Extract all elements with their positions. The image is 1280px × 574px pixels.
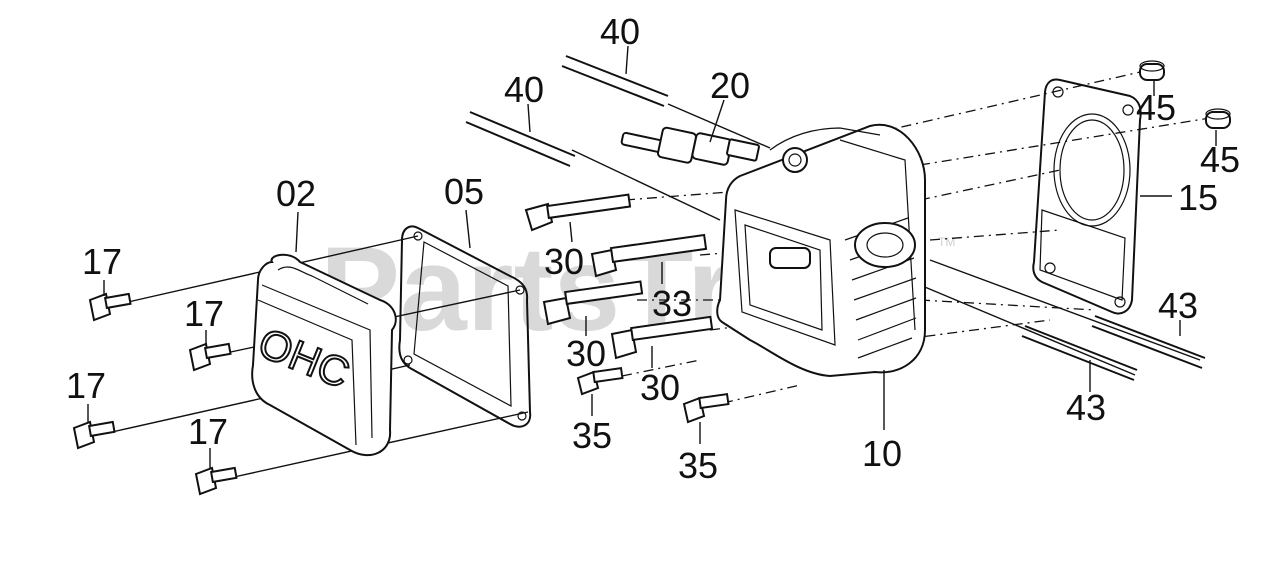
head-bolt-4 [610,315,714,360]
dowel-pin-lower [1205,108,1231,129]
cover-bolt-3 [72,420,116,450]
callout-leaders [87,45,1217,468]
part-label-45-b: 45 [1200,139,1240,180]
small-bolt-2 [682,393,730,424]
head-gasket [1032,78,1142,315]
long-stud-upper [1091,315,1206,369]
part-label-43-a: 43 [1158,285,1198,326]
cover-bolt-4 [194,466,238,496]
cover-bolt-2 [188,342,232,372]
part-label-35-a: 35 [572,415,612,456]
cylinder-head [716,123,926,378]
head-bolt-2 [590,233,708,278]
part-label-40-b: 40 [504,69,544,110]
cover-gasket [398,225,532,428]
part-label-40-a: 40 [600,11,640,52]
cover-bolt-1 [88,292,132,322]
part-label-15: 15 [1178,177,1218,218]
stud-lower [465,111,576,167]
part-label-45-a: 45 [1136,87,1176,128]
valve-cover: OHC [251,253,397,457]
part-label-02: 02 [276,173,316,214]
part-label-05: 05 [444,171,484,212]
head-bolt-1 [524,193,632,232]
part-label-20: 20 [710,65,750,106]
part-label-35-b: 35 [678,445,718,486]
dowel-pin-upper [1139,60,1165,81]
part-label-17-d: 17 [188,411,228,452]
long-stud-lower [1021,325,1138,381]
part-label-17-a: 17 [82,241,122,282]
head-bolt-3 [542,280,644,326]
part-label-10: 10 [862,433,902,474]
part-label-17-c: 17 [66,365,106,406]
part-label-17-b: 17 [184,293,224,334]
part-label-30-a: 30 [544,241,584,282]
part-label-43-b: 43 [1066,387,1106,428]
part-label-30-b: 30 [566,333,606,374]
stud-upper [561,55,670,107]
part-label-33: 33 [652,283,692,324]
part-label-30-c: 30 [640,367,680,408]
watermark-trademark: TM [938,235,955,249]
spark-plug [620,126,760,166]
small-bolt-1 [576,367,624,396]
